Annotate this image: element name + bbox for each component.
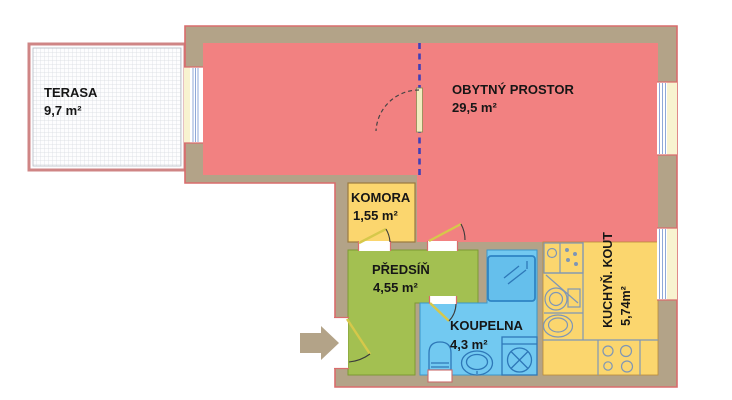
partition-door-swing-icon [375,89,420,132]
living-window [657,81,677,156]
bathroom-fixtures [427,255,538,383]
terrace-door-window [184,66,203,144]
door-entrance [334,316,372,370]
window-sill [667,82,677,155]
boiler-fridge-icon [542,272,583,338]
room-labels: TERASA 9,7 m² OBYTNÝ PROSTOR 29,5 m² KOM… [44,82,633,352]
washing-machine-icon [501,336,538,376]
window-sill [667,228,677,300]
terrace [27,42,187,172]
door-swing-icon [460,223,466,241]
room-living [203,43,658,242]
entrance-arrow-icon [300,326,339,360]
area-koupelna: 4,3 m² [450,337,488,352]
area-predsin: 4,55 m² [373,280,418,295]
terrace-grid [32,47,182,167]
door-leaf [429,302,450,322]
proposed-partition [375,43,423,177]
area-obytny: 29,5 m² [452,100,497,115]
label-kuchyn: KUCHYŇ. KOUT [600,232,615,328]
window-glass [190,67,203,143]
door-swing-icon [448,303,457,322]
partition-door-leaf [416,87,423,133]
label-terasa: TERASA [44,85,98,100]
label-obytny: OBYTNÝ PROSTOR [452,82,574,97]
area-terasa: 9,7 m² [44,103,82,118]
door-leaf [428,222,462,243]
label-predsin: PŘEDSÍŇ [372,262,430,277]
door-opening [358,241,391,251]
door-leaf [358,227,387,245]
door-opening [429,296,457,304]
stove-icon [597,340,641,375]
sink-icon [460,350,494,376]
door-leaf [345,318,372,355]
door-storage [357,227,392,251]
kitchen-fixtures [542,242,658,375]
area-komora: 1,55 m² [353,208,398,223]
door-living [426,222,466,251]
door-bathroom [428,296,458,322]
shower-icon [487,255,536,302]
kitchen-window [657,227,677,301]
window-sill [184,67,190,143]
area-kuchyn: 5,74m² [619,286,633,326]
door-opening [334,317,348,369]
room-hall [347,249,479,376]
label-komora: KOMORA [351,190,411,205]
door-opening [427,241,458,251]
label-koupelna: KOUPELNA [450,318,524,333]
door-swing-icon [385,228,391,243]
toilet-icon [427,341,453,383]
door-swing-icon [348,353,371,363]
